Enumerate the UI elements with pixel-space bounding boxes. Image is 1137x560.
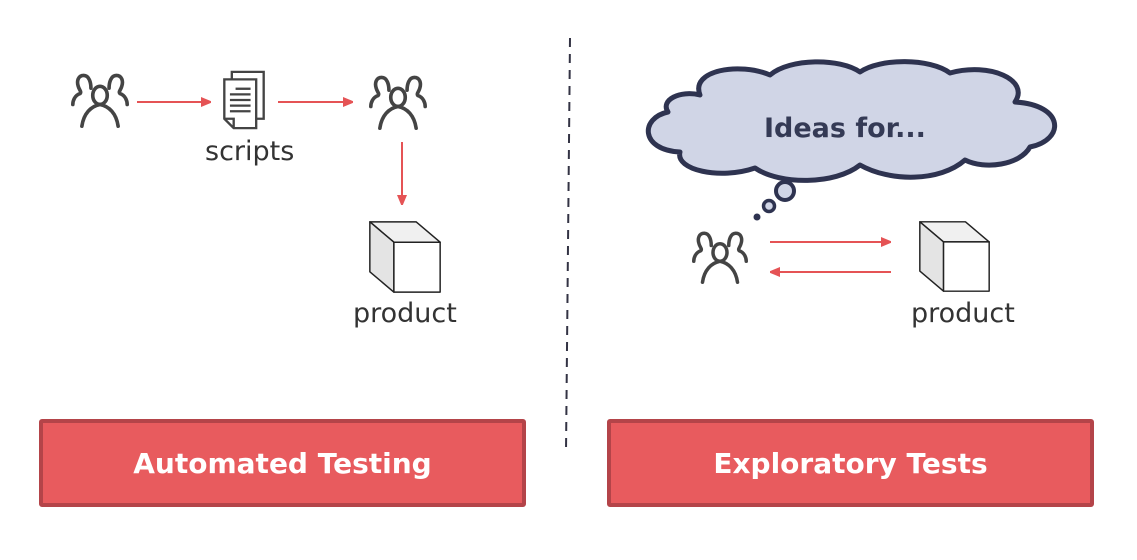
cube-icon xyxy=(919,221,990,292)
scripts-label: scripts xyxy=(205,136,295,167)
product-label: product xyxy=(353,298,457,329)
exploratory-tests-banner: Exploratory Tests xyxy=(607,419,1094,507)
product-label: product xyxy=(911,298,1015,329)
automated-testing-banner: Automated Testing xyxy=(39,419,526,507)
thought-bubble-text: Ideas for... xyxy=(764,113,926,144)
